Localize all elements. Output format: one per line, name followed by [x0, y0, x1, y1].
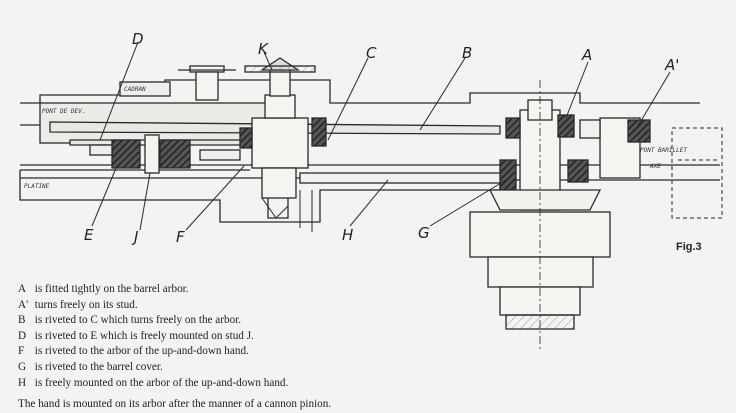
dashed-outline: [671, 127, 723, 219]
figure-label: Fig.3: [676, 241, 702, 253]
pont-de-dev-plate: [20, 79, 700, 104]
label-pont-barillet: PONT BARILLET: [640, 147, 687, 154]
label-G: G: [418, 224, 430, 242]
label-A-prime: A': [664, 56, 679, 74]
label-E: E: [84, 226, 94, 244]
label-H: H: [342, 226, 353, 244]
lower-bearing: [469, 211, 611, 258]
label-axe: AXE: [649, 163, 661, 170]
label-A: A: [581, 46, 592, 64]
label-F: F: [176, 228, 185, 246]
part-K: [269, 69, 291, 97]
legend-item: H is freely mounted on the arbor of the …: [18, 376, 289, 389]
legend: A is fitted tightly on the barrel arbor.…: [18, 282, 488, 391]
legend-item: F is riveted to the arbor of the up-and-…: [18, 345, 249, 358]
part-F: [261, 167, 297, 199]
mounting-note: The hand is mounted on its arbor after t…: [18, 398, 332, 410]
legend-item: G is riveted to the barrel cover.: [18, 360, 163, 373]
part-A: [557, 114, 575, 138]
part-E: [111, 139, 141, 169]
label-J: J: [131, 228, 138, 246]
label-D: D: [132, 30, 144, 48]
part-C: [251, 117, 309, 169]
label-pont-de-dev: PONT DE DEV.: [42, 108, 85, 115]
label-platine: PLATINE: [24, 183, 50, 190]
stud-J: [144, 134, 160, 174]
label-K: K: [258, 40, 269, 58]
legend-item: A is fitted tightly on the barrel arbor.: [18, 283, 189, 295]
label-cadran: CADRAN: [124, 86, 146, 93]
label-C: C: [366, 44, 377, 62]
part-H: [299, 172, 511, 184]
legend-item: B is riveted to C which turns freely on …: [18, 314, 242, 327]
part-G: [499, 159, 517, 191]
label-B: B: [462, 44, 472, 62]
legend-item: A' turns freely on its stud.: [18, 298, 138, 311]
legend-item: D is riveted to E which is freely mounte…: [18, 329, 254, 342]
